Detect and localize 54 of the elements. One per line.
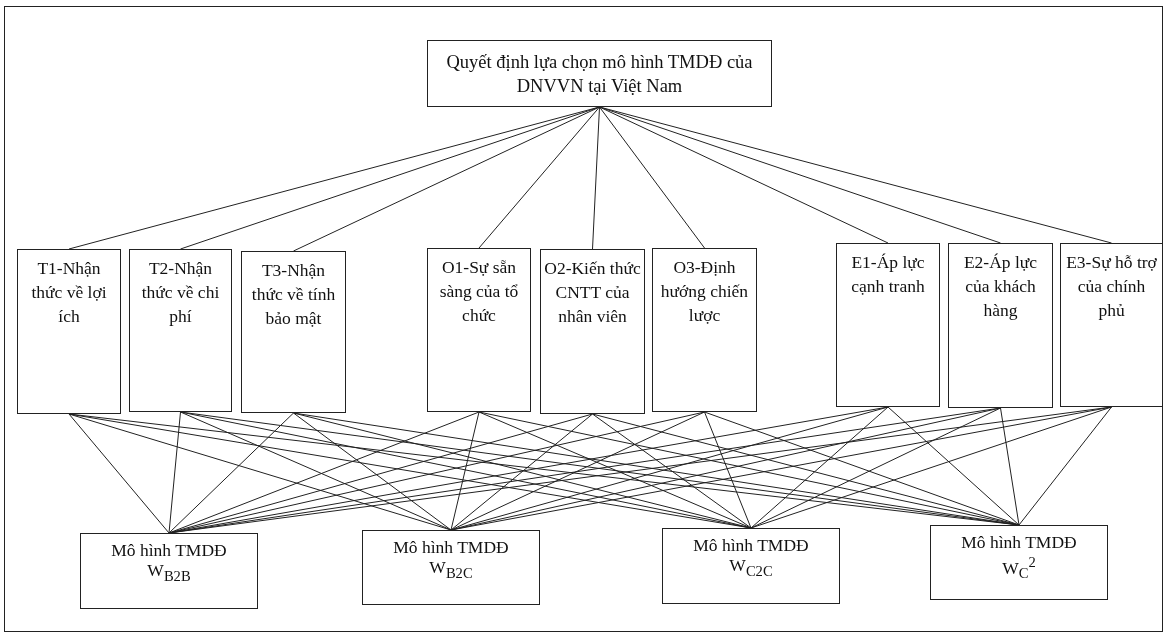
node-label: Mô hình TMDĐ [111,540,227,560]
criterion-box [427,248,531,412]
criterion-box [241,251,346,413]
connector-line [750,406,1112,529]
connector-line [293,106,600,252]
criterion-box [652,248,757,412]
criterion-box [540,249,645,414]
node-label: T3-Nhận thức về tính bảo mật [250,259,337,330]
connector-line [592,106,600,250]
connector-line [1000,407,1020,526]
connector-line [180,106,600,250]
criterion-box [1060,243,1163,407]
node-label: E1-Áp lực cạnh tranh [850,251,926,298]
connector-line [168,411,181,534]
node-label: E2-Áp lực của khách hàng [962,251,1039,322]
alternative-box [80,533,258,609]
node-label: E3-Sự hỗ trợ của chính phủ [1065,251,1158,322]
criterion-box [836,243,940,407]
node-label: O3-Định hướng chiến lược [659,256,750,327]
connector-line [478,106,600,249]
connector-line [599,106,1001,244]
node-label: W$_{C2C}$ [729,555,773,581]
connector-line [887,406,1020,526]
connector-line [478,411,752,529]
node-label: Mô hình TMDĐ [961,532,1077,552]
connector-line [704,411,1020,526]
node-label: Quyết định lựa chọn mô hình TMDĐ của DNVVN tại Việt Nam [445,50,754,98]
connector-line [68,413,170,534]
criterion-box [17,249,121,414]
connector-line [450,411,480,531]
goal-box [427,40,772,107]
node-label: W$_{B2C}$ [429,557,473,583]
node-label: O1-Sự sẵn sàng của tổ chức [438,256,520,327]
connector-line [599,106,705,249]
node-label: W$_{B2B}$ [147,560,191,586]
criterion-box [948,243,1053,408]
connector-line [704,411,752,529]
alternative-box [362,530,540,605]
node-label: T2-Nhận thức về chi phí [140,257,221,328]
criterion-box [129,249,232,412]
node-label: T1-Nhận thức về lợi ích [30,257,108,328]
connector-line [599,106,889,244]
connector-line [450,413,593,531]
connector-line [592,413,752,529]
alternative-box [662,528,840,604]
connector-line [750,406,889,529]
node-label: Mô hình TMDĐ [393,537,509,557]
node-label: Mô hình TMDĐ [693,535,809,555]
alternative-box [930,525,1108,600]
connector-line [450,411,705,531]
connector-line [168,412,294,534]
connector-line [293,412,452,531]
connector-line [1018,406,1112,526]
node-label: O2-Kiến thức CNTT của nhân viên [544,257,641,328]
